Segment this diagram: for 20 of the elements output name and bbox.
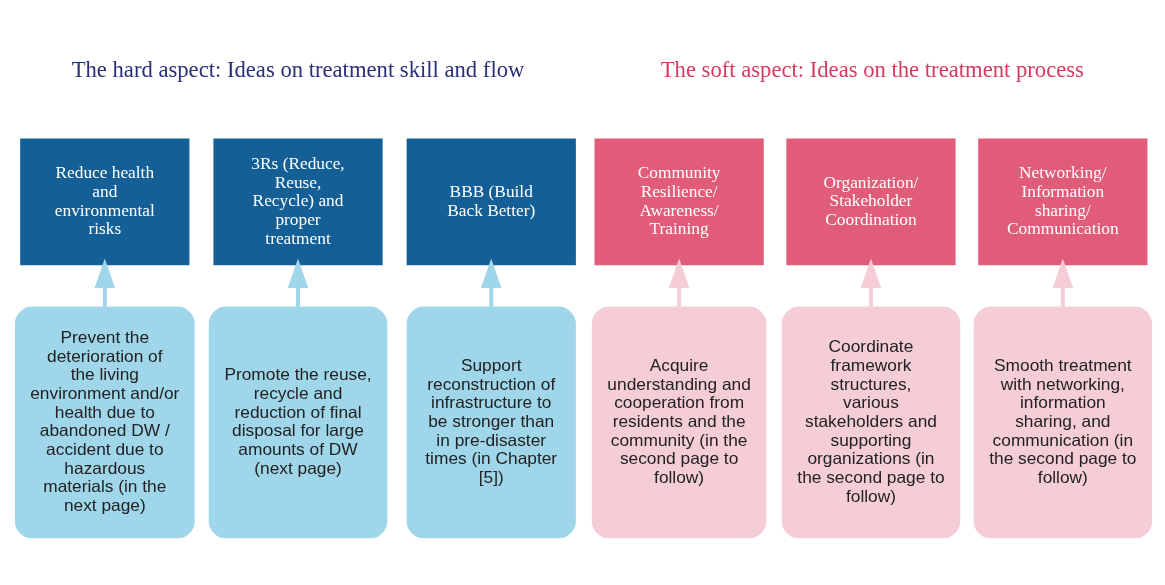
arrow — [1052, 258, 1074, 308]
node-box: Smooth treatment with networking, information sharing, and communication (in the second page to follow) — [973, 306, 1153, 539]
arrow — [668, 258, 690, 308]
node-box: 3Rs (Reduce, Reuse, Recycle) and proper treatment — [213, 138, 383, 266]
node-box: Acquire understanding and cooperation from residents and the community (in the second page to follow) — [591, 306, 767, 539]
label: The hard aspect: Ideas on treatment skill and flow — [71, 57, 525, 83]
arrow — [94, 258, 116, 308]
node-box: BBB (Build Back Better) — [406, 138, 576, 266]
node-box: Promote the reuse, recycle and reduction of final disposal for large amounts of DW (next page) — [208, 306, 388, 539]
arrow — [480, 258, 502, 308]
node-box: Networking/ Information sharing/ Communication — [978, 138, 1148, 266]
arrow — [287, 258, 309, 308]
node-box: Coordinate framework structures, various stakeholders and supporting organizations (in the second page to follow) — [781, 306, 961, 539]
arrow — [860, 258, 882, 308]
node-box: Community Resilience/ Awareness/ Training — [594, 138, 764, 266]
label: The soft aspect: Ideas on the treatment process — [660, 57, 1084, 83]
node-box: Prevent the deterioration of the living environment and/or health due to abandoned DW / accident due to hazardous materials (in the next page) — [14, 306, 195, 539]
node-box: Reduce health and environmental risks — [20, 138, 190, 266]
node-box: Organization/ Stakeholder Coordination — [786, 138, 956, 266]
node-box: Support reconstruction of infrastructure to be stronger than in pre-disaster times (in Chapter [5]) — [406, 306, 576, 539]
